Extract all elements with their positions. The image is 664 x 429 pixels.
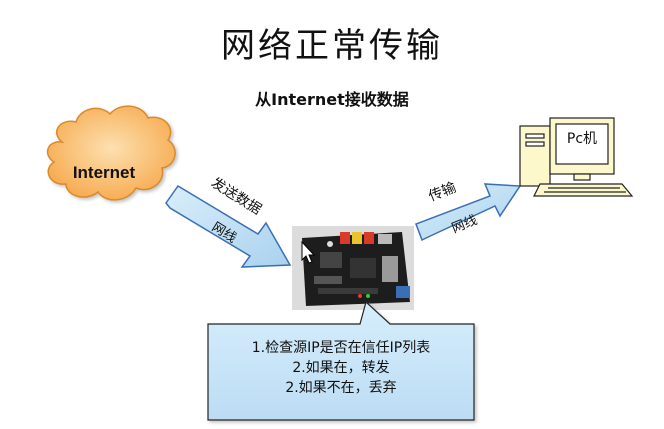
pc-label: Pc机: [567, 131, 597, 147]
internet-cloud: [46, 105, 176, 201]
mouse-cursor-icon: [301, 240, 316, 264]
dev-board-image: [292, 226, 414, 310]
page-subtitle: 从Internet接收数据: [255, 90, 409, 109]
left-arrow: [165, 184, 292, 268]
callout-line-2: 2.如果在，转发: [292, 360, 390, 376]
callout-line-3: 2.如果不在，丢弃: [285, 380, 397, 396]
callout-text: 1.检查源IP是否在信任IP列表 2.如果在，转发 2.如果不在，丢弃: [208, 338, 474, 398]
callout-box: [207, 300, 475, 421]
pc-computer: [519, 117, 634, 197]
internet-label: Internet: [73, 163, 136, 182]
page-title: 网络正常传输: [221, 26, 443, 66]
right-arrow-top-label: 传输: [427, 180, 459, 205]
callout-line-1: 1.检查源IP是否在信任IP列表: [251, 340, 431, 356]
